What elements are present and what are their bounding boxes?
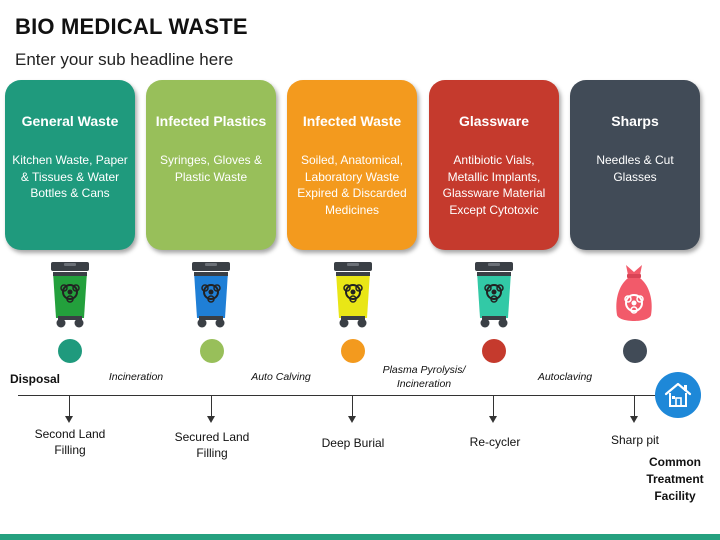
process-label: Incineration [108,371,164,383]
card-title: Glassware [458,113,530,129]
card-sharps: Sharps Needles & Cut Glasses [570,80,700,250]
footer-bar [0,534,720,540]
timeline-dot-infected-plastics [200,339,224,363]
card-description: Syringes, Gloves & Plastic Waste [159,153,263,184]
disposal-timeline [18,395,658,396]
biohazard-bin-yellow-icon [334,262,372,328]
outcome-arrow [65,395,73,423]
outcome-arrow [630,395,638,423]
outcome-label: Second Land Filling [34,427,106,457]
timeline-dot-infected-waste [341,339,365,363]
outcome-arrow [489,395,497,423]
outcome-label: Secured Land Filling [174,430,250,460]
outcome-arrow [348,395,356,423]
process-label: Auto Calving [251,371,311,383]
card-description: Kitchen Waste, Paper & Tissues & Water B… [12,153,128,200]
page-subtitle: Enter your sub headline here [15,50,234,69]
outcome-label: Sharp pit [610,433,660,447]
card-title: Sharps [611,113,659,129]
card-general-waste: General Waste Kitchen Waste, Paper & Tis… [5,80,135,250]
facility-badge [655,372,701,418]
biohazard-bag-icon [616,265,652,321]
biohazard-bin-green-icon [51,262,89,328]
process-label: Autoclaving [537,371,593,383]
timeline-dot-general-waste [58,339,82,363]
process-label: Plasma Pyrolysis/ Incineration [382,364,466,390]
biohazard-bin-teal-icon [475,262,513,328]
card-title: Infected Waste [302,113,402,129]
outcome-arrow [207,395,215,423]
biohazard-bin-blue-icon [192,262,230,328]
timeline-dot-sharps [623,339,647,363]
outcome-label: Re-cycler [469,435,521,449]
facility-label: Common Treatment Facility [646,455,704,503]
card-title: General Waste [21,113,119,129]
card-description: Antibiotic Vials, Metallic Implants, Gla… [442,153,546,217]
outcome-label: Deep Burial [321,436,385,450]
card-title: Infected Plastics [155,113,267,129]
page-title: BIO MEDICAL WASTE [15,14,248,39]
card-description: Needles & Cut Glasses [596,153,674,184]
card-infected-waste: Infected Waste Soiled, Anatomical, Labor… [287,80,417,250]
card-glassware: Glassware Antibiotic Vials, Metallic Imp… [429,80,559,250]
disposal-label: Disposal [10,372,61,386]
card-description: Soiled, Anatomical, Laboratory Waste Exp… [297,153,407,217]
timeline-dot-glassware [482,339,506,363]
card-infected-plastics: Infected Plastics Syringes, Gloves & Pla… [146,80,276,250]
home-icon [664,382,692,407]
